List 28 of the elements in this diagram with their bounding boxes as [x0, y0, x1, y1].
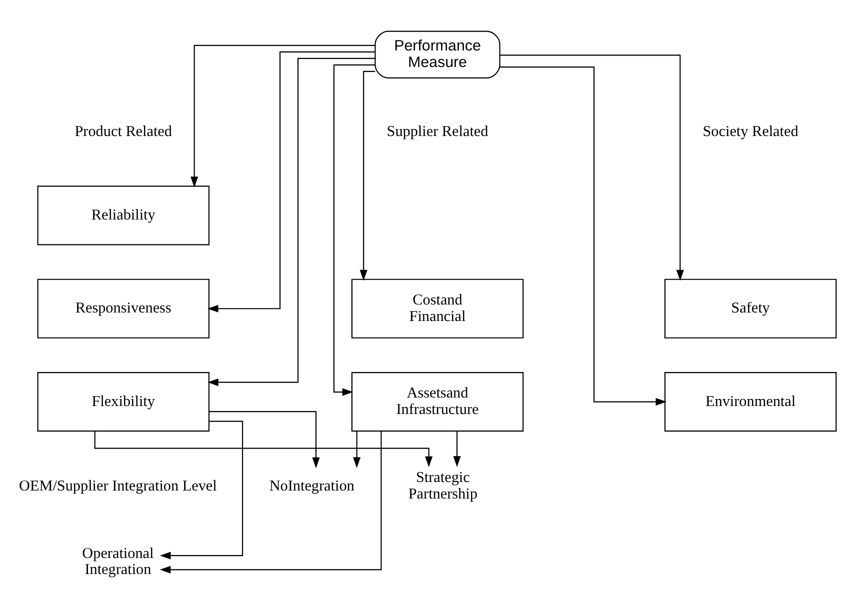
arrow	[360, 70, 376, 281]
arrow	[208, 58, 376, 386]
node-text: Strategic Partnership	[408, 469, 478, 502]
node-box: Assetsand Infrastructure	[351, 372, 524, 432]
node-box: Performance Measure	[374, 30, 500, 78]
arrow	[190, 44, 376, 188]
label: OEM/Supplier Integration Level	[19, 477, 217, 494]
arrow	[160, 420, 244, 560]
node-box: Responsiveness	[37, 278, 210, 338]
label: Society Related	[702, 123, 798, 140]
node-box: Costand Financial	[351, 278, 524, 338]
arrow	[208, 410, 320, 468]
arrow	[333, 64, 376, 396]
node-text: Operational Integration	[82, 544, 154, 578]
arrow	[500, 54, 684, 281]
node-box: Flexibility	[37, 372, 210, 432]
arrow	[160, 431, 382, 574]
arrow	[453, 431, 461, 468]
node-box: Reliability	[37, 186, 210, 246]
label: Supplier Related	[386, 123, 488, 140]
arrow	[500, 66, 667, 406]
arrow	[94, 432, 433, 468]
node-text: NoIntegration	[269, 477, 354, 494]
node-box: Environmental	[664, 372, 837, 432]
arrow	[207, 51, 375, 312]
node-box: Safety	[664, 278, 837, 338]
label: Product Related	[74, 123, 172, 140]
arrow	[353, 431, 361, 468]
